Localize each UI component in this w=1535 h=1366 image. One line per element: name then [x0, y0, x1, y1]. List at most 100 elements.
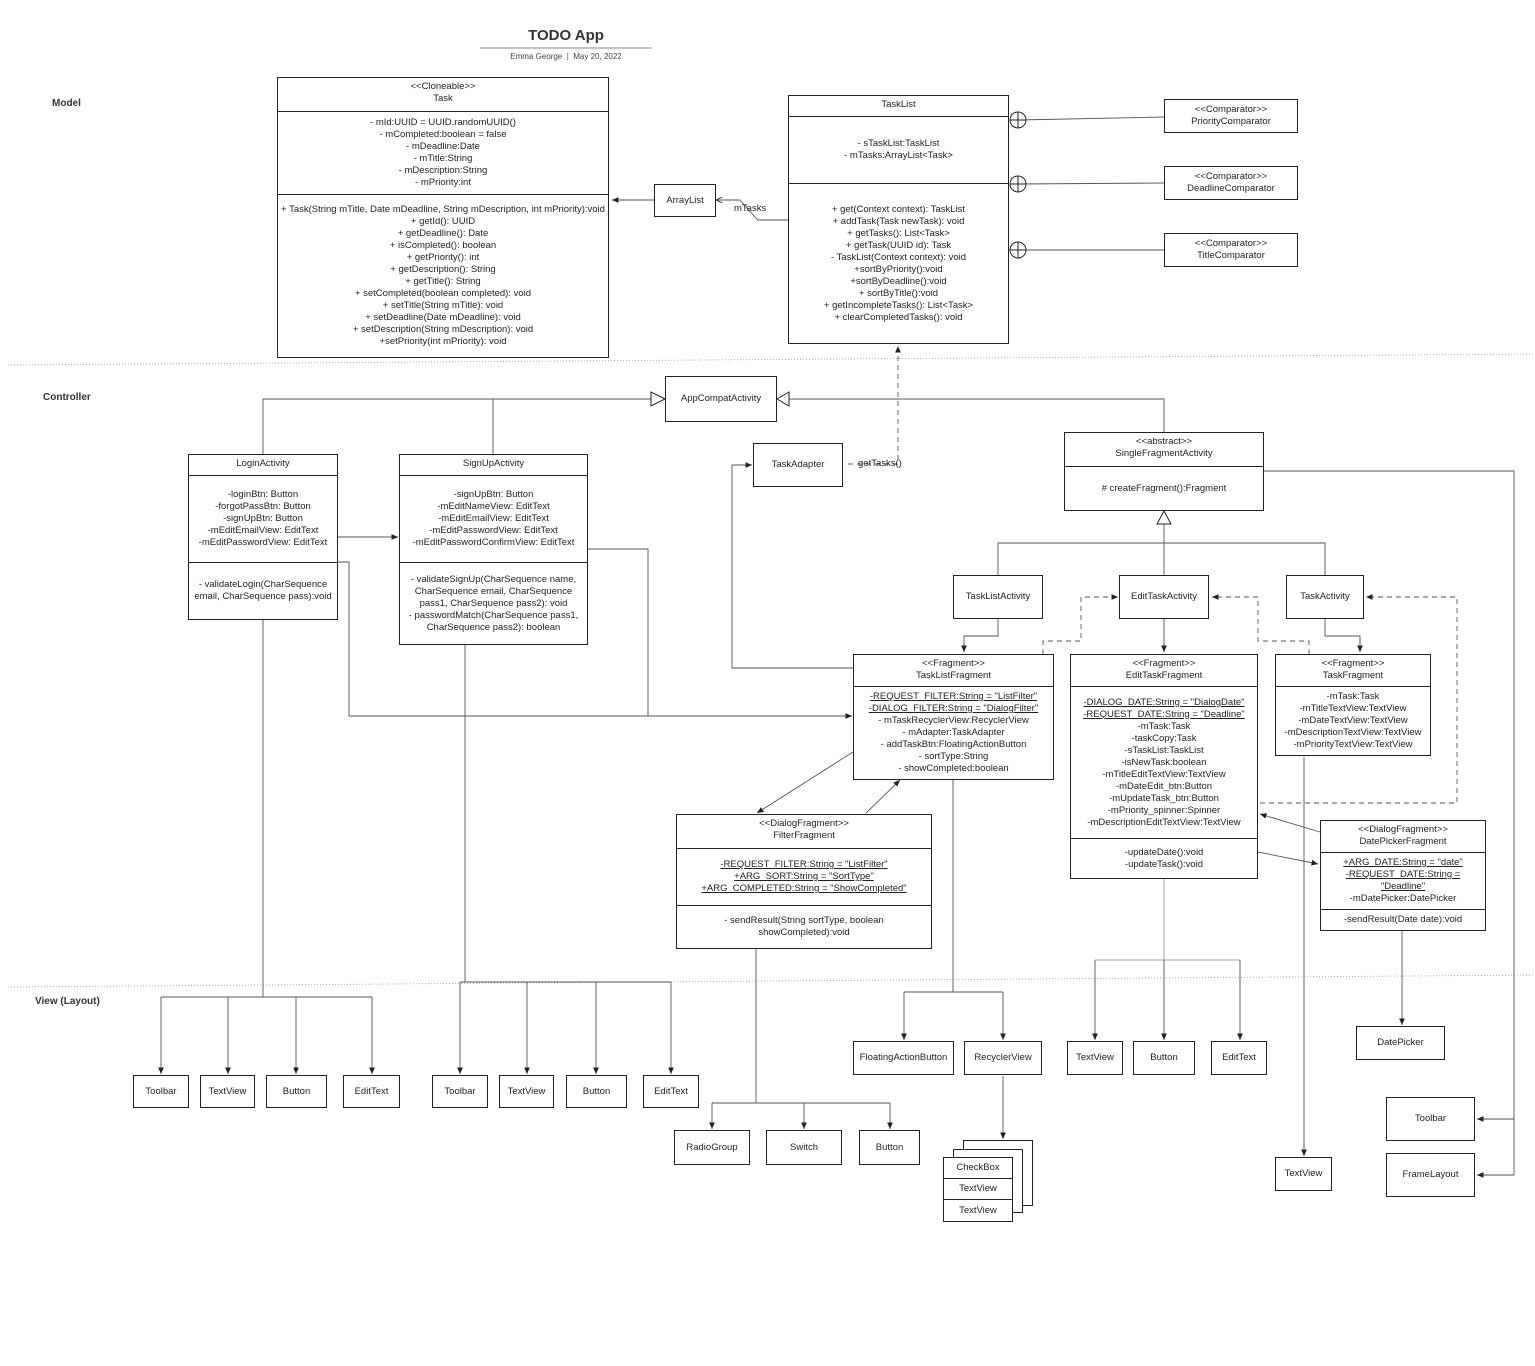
- inheritance-triangles: [650, 391, 1172, 525]
- view-datepicker[interactable]: DatePicker: [1356, 1026, 1445, 1060]
- view-signup-button[interactable]: Button: [566, 1075, 627, 1108]
- view-filter-switch[interactable]: Switch: [766, 1130, 842, 1165]
- class-member: - mTasks:ArrayList<Task>: [844, 150, 953, 161]
- section-separators: [7, 353, 1535, 988]
- view-login-edittext[interactable]: EditText: [343, 1075, 400, 1108]
- class-name: SingleFragmentActivity: [1115, 448, 1213, 459]
- class-name: EditTaskFragment: [1125, 670, 1203, 681]
- class-loginactivity[interactable]: LoginActivity -loginBtn: Button-forgotPa…: [188, 454, 338, 620]
- class-tasklist-attributes: - sTaskList:TaskList- mTasks:ArrayList<T…: [789, 117, 1008, 183]
- class-member: -signUpBtn: Button: [453, 489, 534, 500]
- class-ff-methods: - sendResult(String sortType, boolean sh…: [677, 905, 931, 948]
- class-member: -sendResult(Date date):void: [1343, 914, 1463, 925]
- class-login-header: LoginActivity: [189, 455, 337, 476]
- class-member: + getPriority(): int: [406, 252, 480, 263]
- class-member: -mUpdateTask_btn:Button: [1109, 792, 1219, 804]
- class-stereotype: <<Comparator>>: [1194, 238, 1268, 249]
- class-member: + getTitle(): String: [405, 276, 481, 287]
- class-member: - mAdapter:TaskAdapter: [902, 727, 1005, 738]
- class-signup-attributes: -signUpBtn: Button-mEditNameView: EditTe…: [400, 476, 587, 562]
- class-deadline-comparator[interactable]: <<Comparator>> DeadlineComparator: [1164, 166, 1298, 200]
- class-name: DeadlineComparator: [1187, 183, 1275, 194]
- label-gettasks: getTasks(): [858, 458, 902, 469]
- view-floatingactionbutton[interactable]: FloatingActionButton: [853, 1041, 954, 1075]
- class-appcompatactivity[interactable]: AppCompatActivity: [665, 376, 777, 422]
- class-single-header: <<abstract>> SingleFragmentActivity: [1065, 433, 1263, 467]
- class-member: - mDeadline:Date: [406, 141, 480, 152]
- class-stereotype: <<abstract>>: [1136, 436, 1192, 447]
- class-tasklistfragment[interactable]: <<Fragment>> TaskListFragment -REQUEST_F…: [853, 654, 1054, 780]
- edge-taskact-frag: [1324, 619, 1363, 652]
- class-name: TaskFragment: [1322, 670, 1384, 681]
- class-member: +ARG_DATE:String = "date": [1343, 857, 1463, 868]
- class-member: - TaskList(Context context): void: [831, 251, 966, 263]
- view-filter-button[interactable]: Button: [859, 1130, 920, 1165]
- view-filter-radiogroup[interactable]: RadioGroup: [674, 1130, 750, 1165]
- class-member: + setTitle(String mTitle): void: [382, 300, 504, 311]
- class-signupactivity[interactable]: SignUpActivity -signUpBtn: Button-mEditN…: [399, 454, 588, 645]
- class-datepickerfragment[interactable]: <<DialogFragment>> DatePickerFragment +A…: [1320, 820, 1486, 931]
- view-signup-edittext[interactable]: EditText: [643, 1075, 699, 1108]
- class-task[interactable]: <<Cloneable>> Task - mId:UUID = UUID.ran…: [277, 77, 609, 358]
- class-title-comparator[interactable]: <<Comparator>> TitleComparator: [1164, 233, 1298, 267]
- section-model: Model: [52, 98, 81, 109]
- class-member: -mTitleEditTextView:TextView: [1102, 768, 1226, 780]
- view-login-toolbar[interactable]: Toolbar: [133, 1075, 189, 1108]
- class-member: -mEditEmailView: EditText: [207, 525, 319, 536]
- class-taskadapter[interactable]: TaskAdapter: [753, 443, 843, 487]
- class-member: -loginBtn: Button: [227, 489, 299, 500]
- view-edit-edittext[interactable]: EditText: [1211, 1041, 1267, 1075]
- class-stereotype: <<Comparator>>: [1194, 171, 1268, 182]
- class-stereotype: <<Fragment>>: [922, 658, 985, 669]
- view-signup-toolbar[interactable]: Toolbar: [432, 1075, 488, 1108]
- class-edittaskactivity[interactable]: EditTaskActivity: [1119, 575, 1209, 619]
- class-member: - mCompleted:boolean = false: [379, 129, 507, 140]
- view-single-framelayout[interactable]: FrameLayout: [1386, 1153, 1475, 1197]
- class-name: TaskListFragment: [916, 670, 991, 681]
- view-taskfrag-textview[interactable]: TextView: [1275, 1157, 1332, 1191]
- view-recycler-checkbox[interactable]: CheckBox: [943, 1157, 1013, 1179]
- class-member: + sortByTitle():void: [858, 287, 939, 299]
- class-arraylist[interactable]: ArrayList: [654, 184, 716, 217]
- edge-editfrag-taskact: [1260, 594, 1458, 804]
- class-member: + setCompleted(boolean completed): void: [354, 288, 532, 299]
- class-member: -mTask:Task: [1137, 720, 1191, 732]
- view-edit-button[interactable]: Button: [1133, 1041, 1195, 1075]
- class-member: -taskCopy:Task: [1131, 732, 1197, 744]
- view-recycler-textview-2[interactable]: TextView: [943, 1199, 1013, 1222]
- class-member: - sTaskList:TaskList: [857, 138, 940, 149]
- edge-taskfrag-edittaskact: [1212, 594, 1310, 654]
- class-tasklistactivity[interactable]: TaskListActivity: [953, 575, 1043, 619]
- class-priority-comparator[interactable]: <<Comparator>> PriorityComparator: [1164, 99, 1298, 133]
- class-member: + setDeadline(Date mDeadline): void: [365, 312, 521, 323]
- class-member: + clearCompletedTasks(): void: [834, 311, 963, 323]
- view-single-toolbar[interactable]: Toolbar: [1386, 1097, 1475, 1141]
- view-login-button[interactable]: Button: [266, 1075, 327, 1108]
- class-etf-methods: -updateDate():void-updateTask():void: [1071, 838, 1257, 878]
- class-login-methods: - validateLogin(CharSequence email, Char…: [189, 562, 337, 619]
- class-tasklist[interactable]: TaskList - sTaskList:TaskList- mTasks:Ar…: [788, 95, 1009, 344]
- class-login-attributes: -loginBtn: Button-forgotPassBtn: Button-…: [189, 476, 337, 562]
- edge-deadline-comparator: [1017, 182, 1165, 185]
- view-edit-textview[interactable]: TextView: [1067, 1041, 1123, 1075]
- edge-single-appcompat: [789, 398, 1165, 432]
- edge-login-appcompat: [262, 398, 651, 454]
- class-stereotype: <<Fragment>>: [1132, 658, 1196, 669]
- edge-activities-singlefrag: [997, 542, 1326, 575]
- edge-tasklistact-frag: [961, 619, 999, 652]
- view-login-textview[interactable]: TextView: [200, 1075, 255, 1108]
- class-edittaskfragment[interactable]: <<Fragment>> EditTaskFragment -DIALOG_DA…: [1070, 654, 1258, 879]
- class-name: FilterFragment: [773, 830, 835, 841]
- class-name: PriorityComparator: [1191, 116, 1271, 127]
- class-filterfragment[interactable]: <<DialogFragment>> FilterFragment -REQUE…: [676, 814, 932, 949]
- view-recyclerview[interactable]: RecyclerView: [964, 1041, 1042, 1075]
- class-name: SignUpActivity: [462, 458, 525, 469]
- class-taskfragment[interactable]: <<Fragment>> TaskFragment -mTask:Task-mT…: [1275, 654, 1431, 756]
- class-member: - showCompleted:boolean: [898, 763, 1009, 774]
- edge-tasklist-to-arraylist: [716, 200, 788, 221]
- class-taskactivity[interactable]: TaskActivity: [1286, 575, 1364, 619]
- class-singlefragmentactivity[interactable]: <<abstract>> SingleFragmentActivity # cr…: [1064, 432, 1264, 511]
- view-recycler-textview-1[interactable]: TextView: [943, 1178, 1013, 1200]
- view-signup-textview[interactable]: TextView: [499, 1075, 554, 1108]
